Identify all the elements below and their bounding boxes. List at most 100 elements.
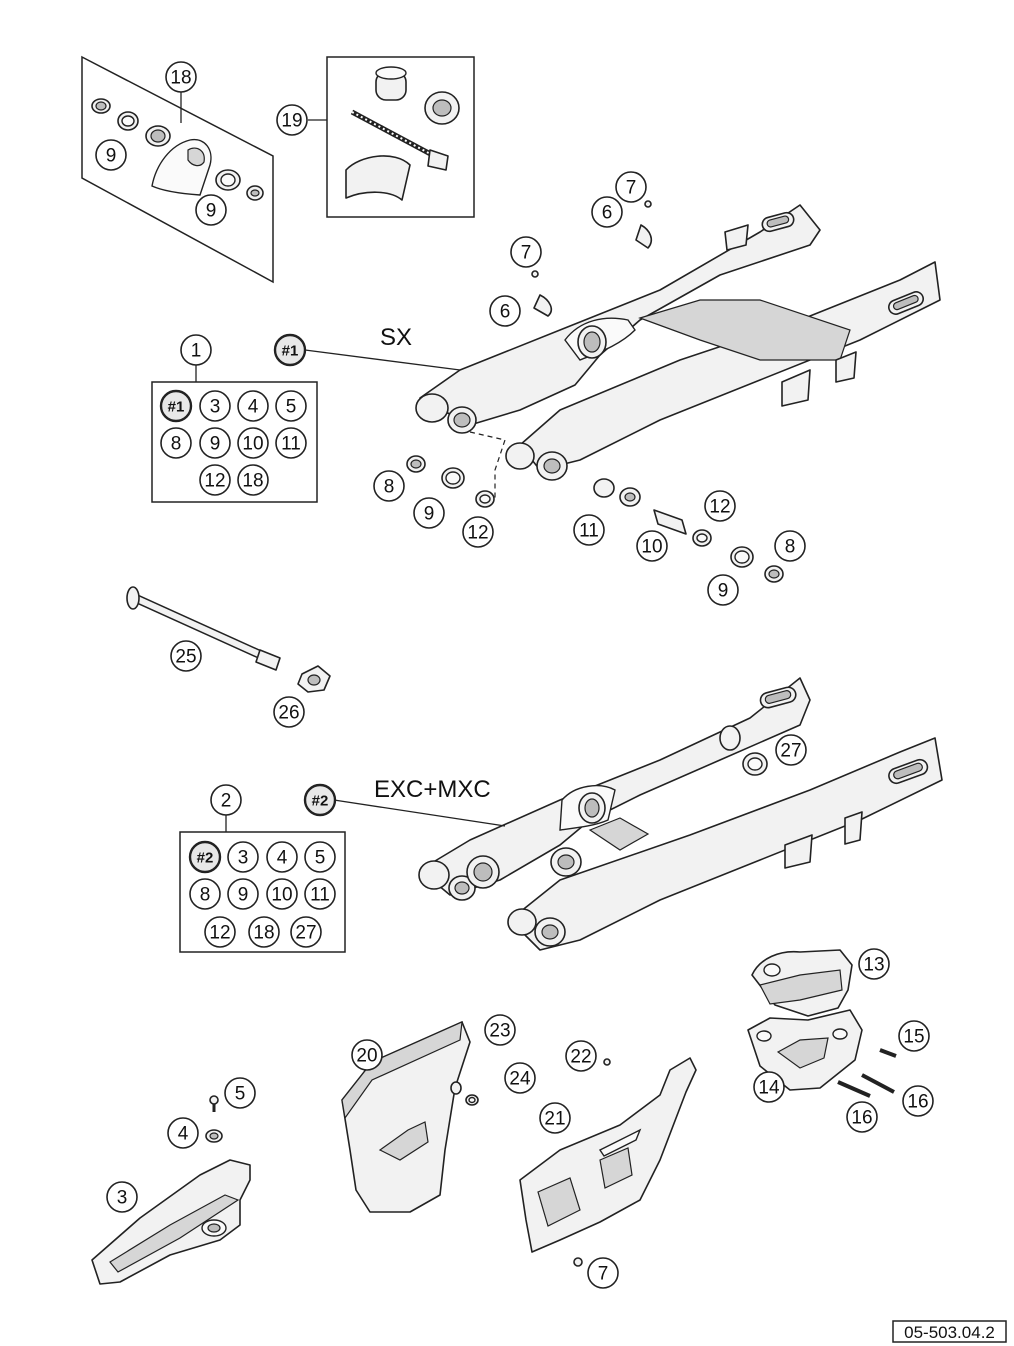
callout-text: 7 [521, 243, 532, 264]
leader-lines [304, 349, 506, 827]
reference-number: 05-503.04.2 [904, 1323, 995, 1342]
callout-text: #1 [282, 343, 299, 360]
callout-text: 7 [598, 1264, 609, 1285]
callout-k2_5: 5 [304, 841, 336, 873]
callout-text: 4 [178, 1124, 189, 1145]
callout-k2_8: 8 [189, 878, 221, 910]
callout-c12b: 12 [704, 490, 736, 522]
callout-text: 5 [286, 397, 297, 418]
callout-c21: 21 [539, 1102, 571, 1134]
callout-k1_12: 12 [199, 464, 231, 496]
callout-text: 12 [709, 497, 730, 518]
callout-c15: 15 [898, 1020, 930, 1052]
callout-cH1: #1 [273, 333, 307, 367]
callout-text: 5 [235, 1084, 246, 1105]
chain-slider-3 [91, 1095, 251, 1285]
callout-text: 4 [277, 848, 288, 869]
callout-k2_h2: #2 [188, 840, 222, 874]
callout-text: 6 [602, 203, 613, 224]
callout-c6a: 6 [591, 196, 623, 228]
callout-text: 19 [281, 111, 302, 132]
callout-text: 1 [191, 341, 202, 362]
callout-k1_3: 3 [199, 390, 231, 422]
callout-c16b: 16 [902, 1085, 934, 1117]
callout-text: 2 [221, 791, 232, 812]
kit-19-box [308, 56, 475, 218]
callout-text: #2 [197, 850, 214, 867]
callout-text: 8 [200, 885, 211, 906]
callout-c23: 23 [484, 1014, 516, 1046]
callout-k2_27: 27 [290, 916, 322, 948]
callout-text: 27 [780, 741, 801, 762]
callout-text: 3 [117, 1188, 128, 1209]
callout-text: 26 [278, 703, 299, 724]
callout-text: 25 [175, 647, 196, 668]
callout-c16a: 16 [846, 1101, 878, 1133]
callout-text: 27 [295, 923, 316, 944]
callout-text: 11 [310, 885, 330, 906]
callout-k1_9: 9 [199, 427, 231, 459]
callout-k1_h1: #1 [159, 389, 193, 423]
callout-text: 12 [209, 923, 230, 944]
callout-k2_11: 11 [304, 878, 336, 910]
callout-k2_18: 18 [248, 916, 280, 948]
kit-18-panel [81, 55, 274, 284]
callout-text: 14 [758, 1078, 780, 1099]
callout-c14: 14 [753, 1071, 785, 1103]
callout-c9b: 9 [195, 194, 227, 226]
callout-c2: 2 [210, 784, 242, 816]
callout-text: 21 [544, 1109, 565, 1130]
callout-c20: 20 [351, 1039, 383, 1071]
callout-text: 10 [641, 537, 662, 558]
callout-text: 3 [238, 848, 249, 869]
chain-guard-21 [519, 1057, 697, 1267]
callout-c9a: 9 [95, 139, 127, 171]
callout-c18: 18 [165, 61, 197, 93]
callout-k2_9: 9 [227, 878, 259, 910]
label-exc-mxc: EXC+MXC [374, 776, 491, 803]
callout-c7a: 7 [615, 171, 647, 203]
callout-c8a: 8 [373, 470, 405, 502]
callout-c26: 26 [273, 696, 305, 728]
callout-c7b: 7 [510, 236, 542, 268]
callout-text: 9 [238, 885, 249, 906]
callout-k1_5: 5 [275, 390, 307, 422]
callout-text: 8 [171, 434, 182, 455]
callout-k2_12: 12 [204, 916, 236, 948]
callout-c1: 1 [180, 334, 212, 366]
callout-k1_11: 11 [275, 427, 307, 459]
callout-text: 12 [204, 471, 225, 492]
chain-guide-parts [747, 949, 897, 1098]
callout-c22: 22 [565, 1040, 597, 1072]
callout-c3: 3 [106, 1181, 138, 1213]
callout-text: 6 [500, 302, 511, 323]
callout-text: 10 [271, 885, 292, 906]
callout-k1_18: 18 [237, 464, 269, 496]
callout-c27: 27 [775, 734, 807, 766]
callout-text: 16 [851, 1108, 872, 1129]
callout-c4: 4 [167, 1117, 199, 1149]
callout-text: 7 [626, 178, 637, 199]
callout-text: 11 [579, 521, 599, 542]
axle-and-nut [126, 586, 331, 693]
callout-k2_4: 4 [266, 841, 298, 873]
callout-text: 12 [467, 523, 488, 544]
callout-c13: 13 [858, 948, 890, 980]
callout-text: 18 [242, 471, 263, 492]
callout-text: 22 [570, 1047, 591, 1068]
callout-c25: 25 [170, 640, 202, 672]
callout-c7c: 7 [587, 1257, 619, 1289]
callout-c9d: 9 [707, 574, 739, 606]
callout-k1_8: 8 [160, 427, 192, 459]
callout-c6b: 6 [489, 295, 521, 327]
callout-text: 8 [384, 477, 395, 498]
sx-pivot-parts [406, 200, 784, 583]
callout-text: 3 [210, 397, 221, 418]
callout-text: 9 [206, 201, 217, 222]
callout-text: #2 [312, 793, 329, 810]
callout-c12a: 12 [462, 516, 494, 548]
callout-text: 23 [489, 1021, 510, 1042]
callout-text: 11 [281, 434, 301, 455]
callout-text: 15 [903, 1027, 924, 1048]
callout-c9c: 9 [413, 497, 445, 529]
